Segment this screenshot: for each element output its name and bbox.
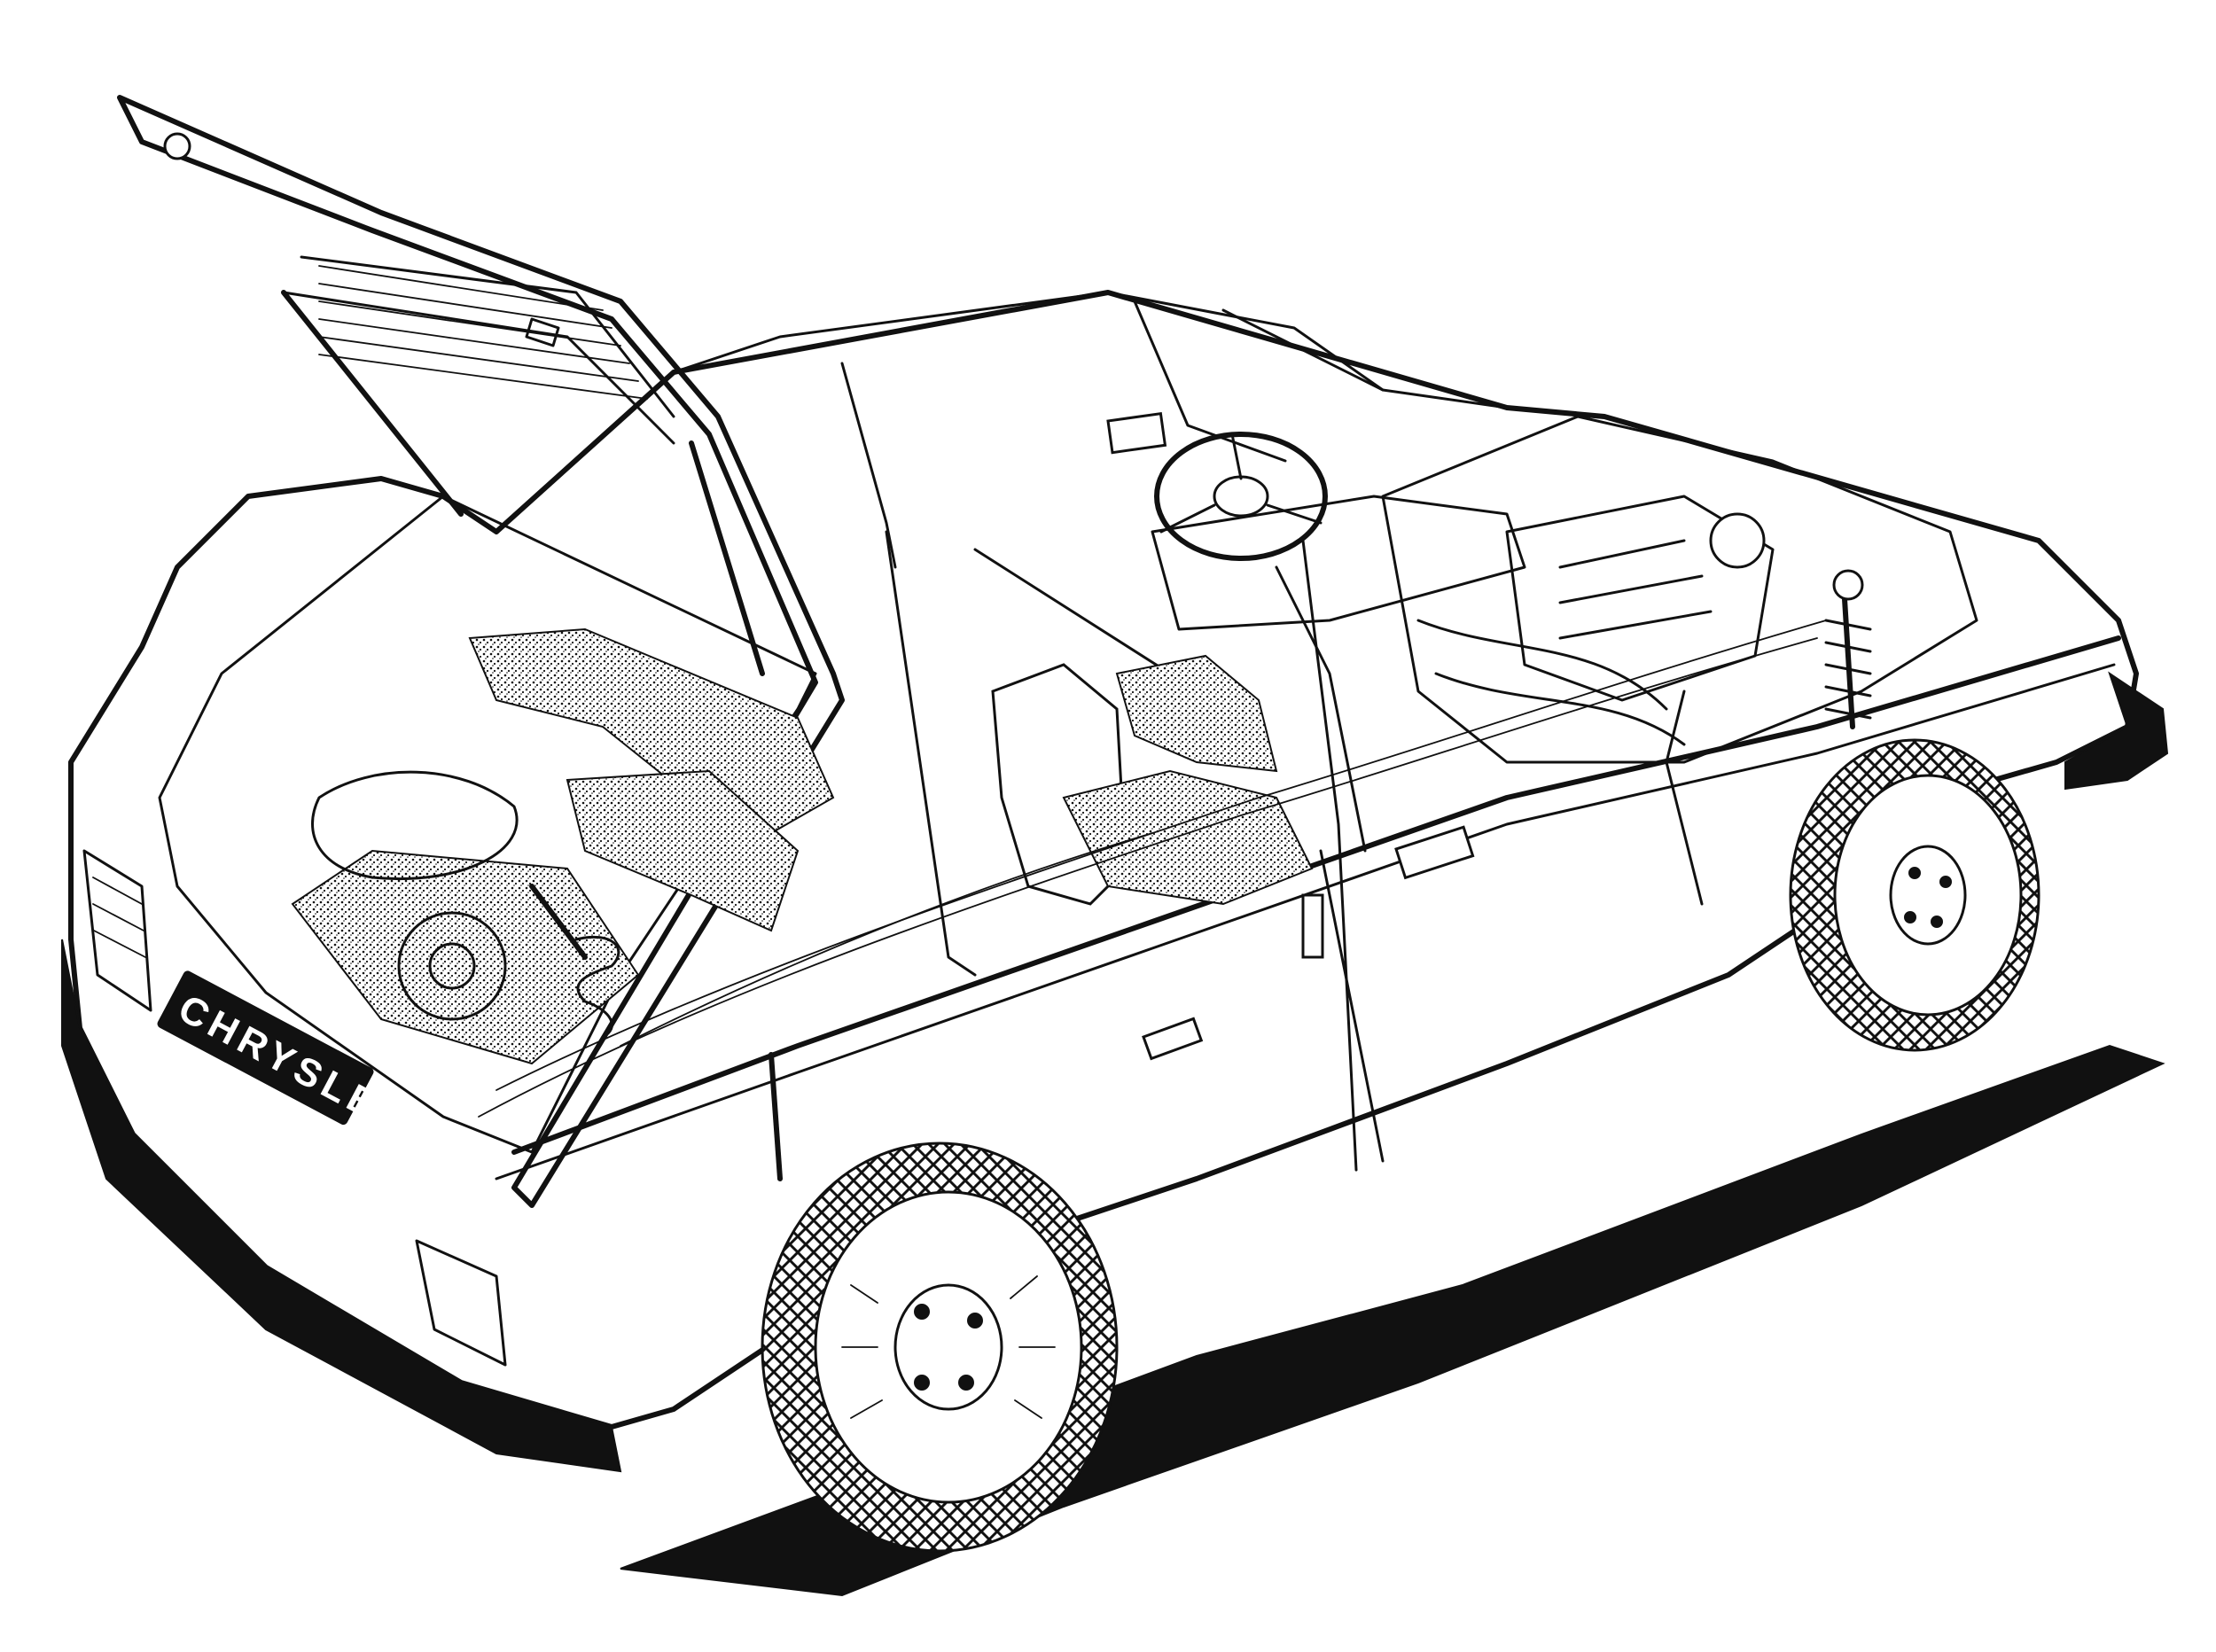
front-bumper bbox=[2064, 671, 2169, 791]
wiring-loom bbox=[478, 620, 1827, 1118]
interior bbox=[991, 411, 1526, 906]
engine-bay bbox=[1381, 415, 1978, 764]
door-handle-rear bbox=[1142, 1017, 1204, 1061]
boot-compartment bbox=[158, 495, 817, 1154]
door-handle-front bbox=[1394, 825, 1475, 880]
open-tailgate bbox=[117, 95, 845, 1208]
rear-suspension bbox=[529, 884, 783, 1181]
rear-lamps bbox=[82, 849, 507, 1367]
rear-bumper bbox=[61, 939, 622, 1473]
air-filter bbox=[1709, 512, 1766, 569]
front-wheel bbox=[1789, 738, 2040, 1052]
steering-wheel bbox=[1154, 432, 1328, 561]
rear-view-mirror bbox=[1106, 411, 1167, 455]
rear-seats bbox=[468, 627, 835, 932]
rear-coil-spring bbox=[574, 935, 620, 1039]
rear-wheel bbox=[761, 1142, 1119, 1553]
door-lock bbox=[1301, 893, 1324, 959]
front-coil-spring bbox=[1824, 619, 1872, 720]
bumpers bbox=[61, 671, 2169, 1473]
